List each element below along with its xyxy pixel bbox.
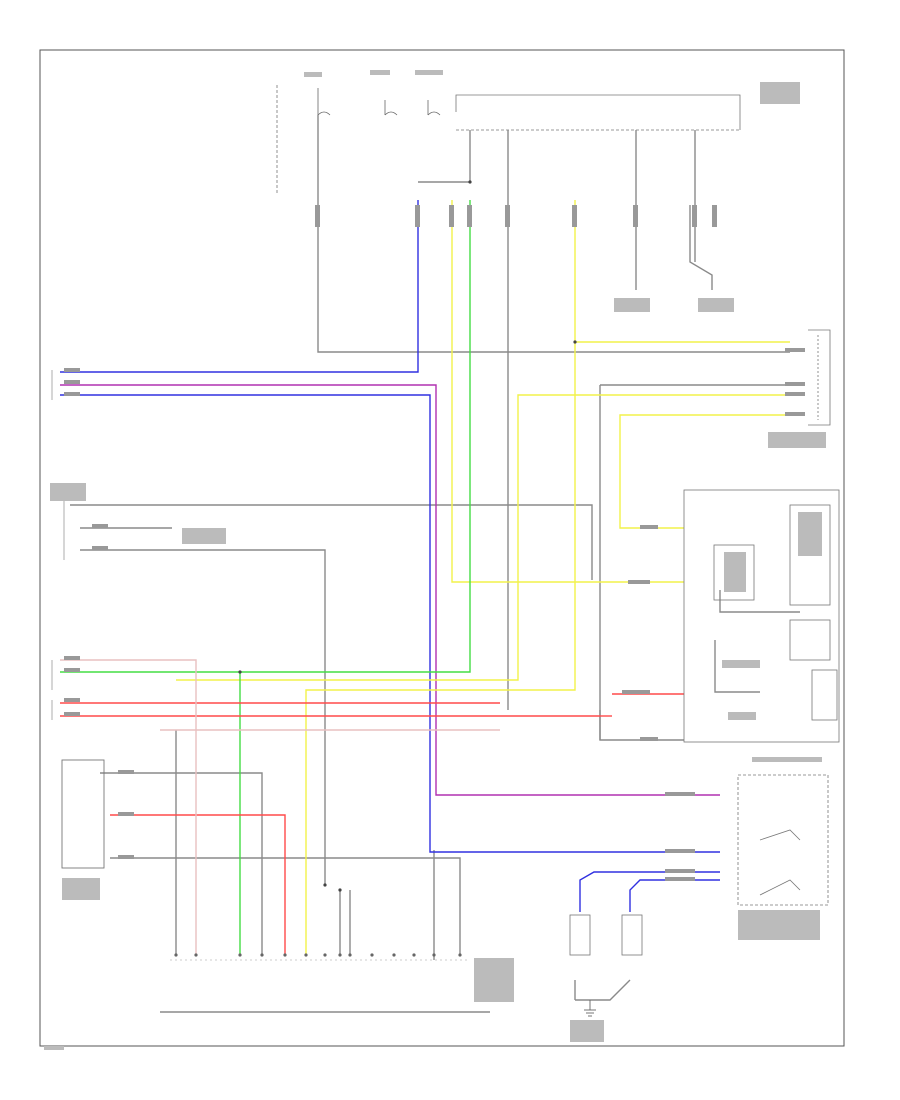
wire-code-marks — [64, 205, 805, 881]
left-connector-stubs — [51, 370, 65, 720]
yellow-wires — [176, 200, 790, 955]
green-wires — [60, 200, 471, 955]
red-wires — [60, 693, 684, 955]
ground-icon — [584, 1000, 596, 1017]
diagram-frame — [39, 49, 845, 1047]
fuse-symbols — [317, 88, 441, 116]
control-module — [683, 489, 840, 743]
violet-wire — [60, 384, 720, 796]
right-connector — [808, 329, 831, 426]
component-label-marks — [44, 70, 826, 1050]
junction-dots — [238, 180, 577, 892]
bottom-relays — [569, 914, 643, 956]
fuse-relay-box — [276, 85, 741, 195]
sensor-box — [61, 759, 105, 869]
steering-switch — [737, 774, 829, 906]
blue-wires — [60, 200, 720, 912]
bottom-connector-pins — [174, 953, 462, 957]
light-wires — [60, 659, 500, 955]
